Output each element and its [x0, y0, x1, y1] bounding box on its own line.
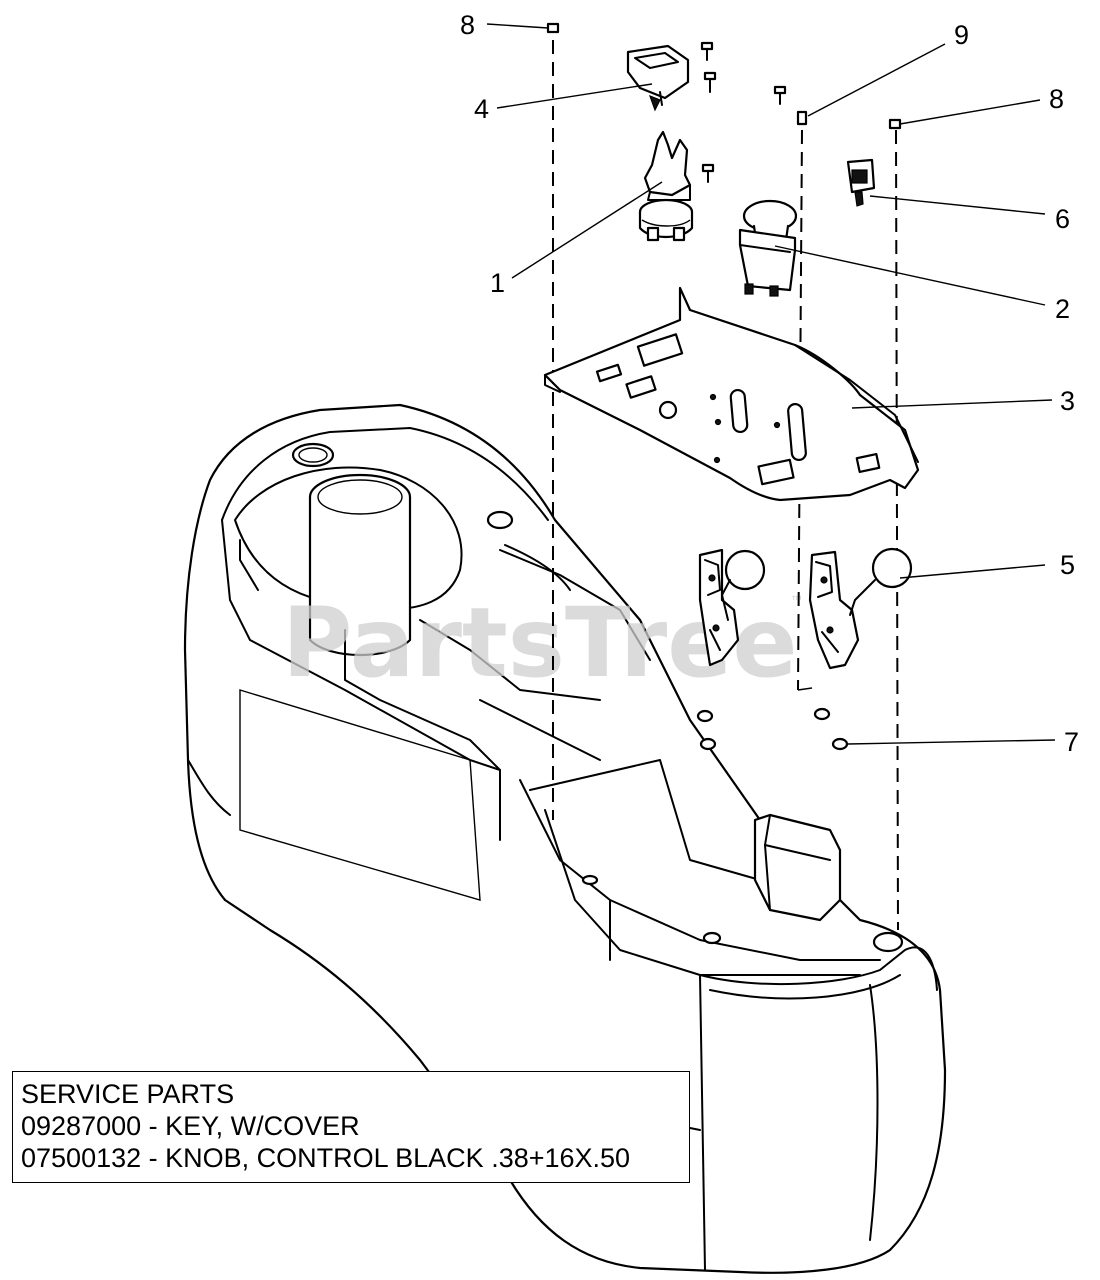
- callout-1: 1: [490, 268, 505, 298]
- assembly-lines: [552, 40, 899, 931]
- callout-labels: 8 9 4 8 6 1 2 3 5 7: [460, 10, 1079, 757]
- service-parts-title: SERVICE PARTS: [21, 1079, 235, 1109]
- callout-9: 9: [954, 20, 969, 50]
- console-body: [183, 403, 947, 1274]
- callout-6: 6: [1055, 204, 1070, 234]
- part-5-control-lever-left: [698, 548, 766, 667]
- service-part-line: 07500132 - KNOB, CONTROL BLACK .38+16X.5…: [21, 1143, 631, 1173]
- part-4-switch: [626, 44, 690, 112]
- callout-7: 7: [1064, 727, 1079, 757]
- service-part-line: 09287000 - KEY, W/COVER: [21, 1111, 360, 1141]
- part-2-pto-switch: [738, 199, 798, 297]
- callout-4: 4: [474, 94, 489, 124]
- callout-5: 5: [1060, 550, 1075, 580]
- callout-3: 3: [1060, 386, 1075, 416]
- watermark-tm: ™: [790, 594, 804, 610]
- part-5-control-lever-right: [808, 547, 913, 670]
- fasteners: [546, 22, 902, 751]
- callout-2: 2: [1055, 294, 1070, 324]
- callout-8b: 8: [1049, 84, 1064, 114]
- part-3-mounting-plate: [543, 286, 920, 502]
- service-parts-box: SERVICE PARTS 09287000 - KEY, W/COVER 07…: [12, 1071, 690, 1183]
- part-1-ignition-switch: [638, 130, 694, 242]
- part-6-switch: [846, 158, 876, 207]
- callout-8: 8: [460, 10, 475, 40]
- leader-lines: [486, 23, 1056, 745]
